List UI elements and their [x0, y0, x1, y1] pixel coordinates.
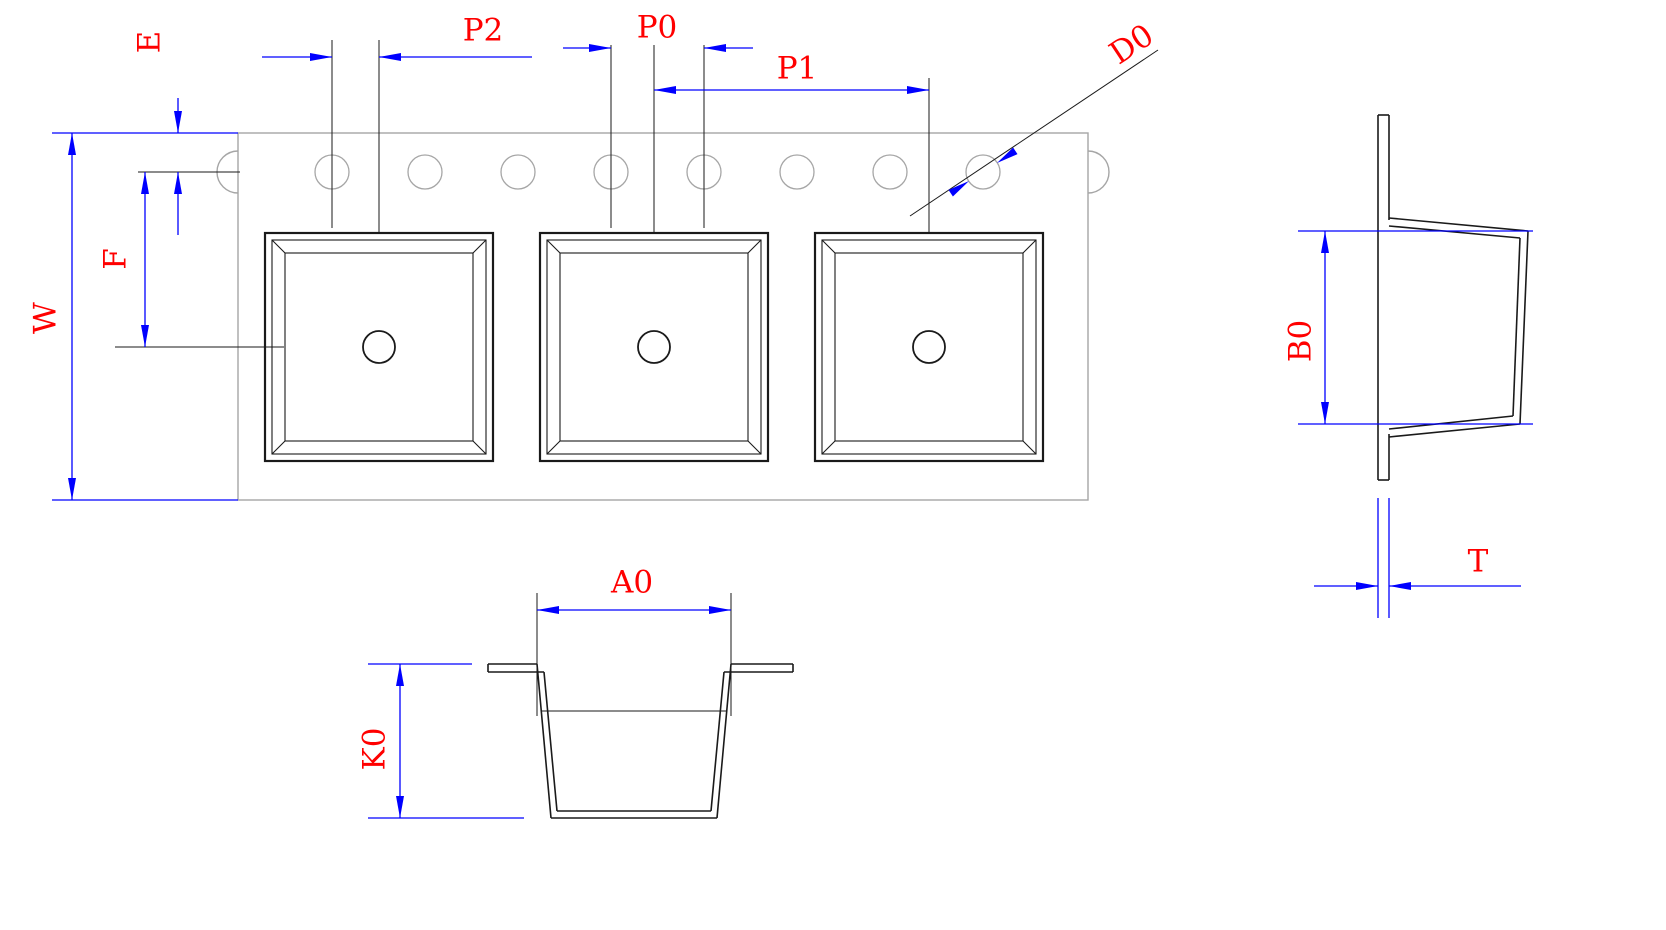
dimension-lines	[52, 47, 1533, 819]
tape-outline	[216, 132, 1110, 501]
dim-label-t: T	[1467, 543, 1489, 580]
dim-label-w: W	[27, 302, 64, 334]
d0-leader-line	[909, 49, 1159, 217]
dim-label-p0: P0	[636, 9, 678, 46]
side-section-view	[1377, 114, 1529, 481]
pocket-2	[538, 231, 770, 463]
dim-label-p1: P1	[776, 50, 818, 87]
dim-label-p2: P2	[462, 12, 504, 49]
pocket-center-hole	[637, 330, 671, 364]
sprocket-hole	[872, 154, 908, 190]
pocket-1	[263, 231, 495, 463]
dim-label-e: E	[131, 30, 168, 54]
dim-label-k0: K0	[356, 727, 393, 771]
dim-label-a0: A0	[610, 564, 654, 601]
extension-lines	[115, 40, 1159, 716]
dim-label-f: F	[97, 248, 134, 270]
sprocket-holes	[314, 154, 1001, 190]
pocket-section-view	[487, 663, 794, 819]
pocket-3	[813, 231, 1045, 463]
sprocket-hole	[779, 154, 815, 190]
dim-label-b0: B0	[1282, 319, 1319, 363]
sprocket-hole	[500, 154, 536, 190]
sprocket-hole	[407, 154, 443, 190]
sprocket-hole	[965, 154, 1001, 190]
pocket-center-hole	[362, 330, 396, 364]
pocket-center-hole	[912, 330, 946, 364]
dimension-arrows	[68, 44, 1411, 818]
